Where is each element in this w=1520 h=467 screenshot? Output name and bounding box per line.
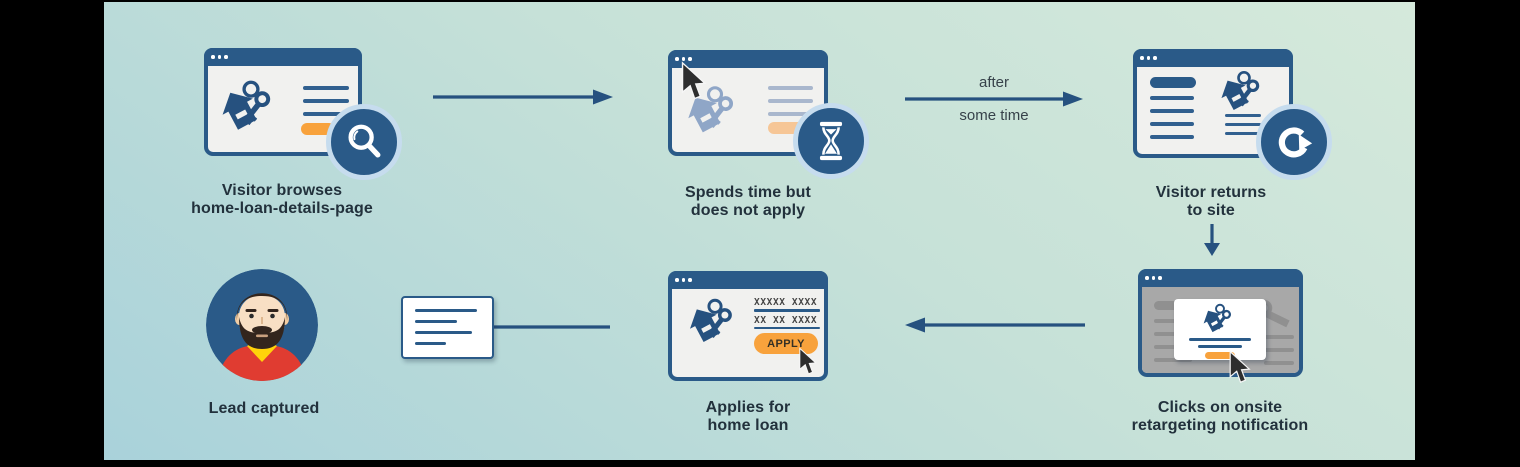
text-line [768,112,813,116]
text-line [1225,132,1261,135]
browser-titlebar [204,48,362,66]
male-avatar [206,269,318,381]
browser-window-step3 [1133,49,1293,158]
ghost-line [1154,358,1192,362]
magnifier-icon [348,124,381,158]
arrow-step2-step3 [905,91,1083,107]
home-keys-icon [686,297,744,347]
step3-caption: Visitor returns to site [1155,184,1267,219]
ghost-line [1264,335,1294,339]
home-keys-icon [1217,70,1271,114]
browser-window-step1 [204,48,362,156]
text-line [1150,109,1194,113]
text-line [1150,96,1194,100]
form-field-value: XX XX XXXX [754,314,818,326]
browser-titlebar [668,50,828,68]
notification-cta-pill [1205,351,1235,359]
refresh-badge [1256,104,1332,180]
form-field-underline [754,309,820,312]
ghost-line [1154,345,1192,349]
text-line [1225,114,1261,117]
text-line [303,86,349,90]
hourglass-icon [819,121,843,161]
step2-caption: Spends time but does not apply [685,184,811,219]
step6-caption: Lead captured [208,400,320,417]
text-line [768,86,813,90]
apply-button: APPLY [754,333,818,354]
window-dots-icon [1140,56,1157,60]
window-dots-icon [675,278,692,282]
arrow-step3-step4 [1204,224,1220,256]
form-field-value: XXXXX XXXX [754,297,818,308]
arrow-label-after: after [978,74,1009,91]
lead-card-line [415,309,477,313]
step5-caption: Applies for home loan [705,399,791,434]
arrow-step1-step2 [433,89,613,105]
cursor-arrow-icon [680,60,708,104]
refresh-icon [1278,127,1313,158]
form-field-underline [754,326,820,329]
browser-titlebar [668,271,828,289]
text-line [303,112,349,116]
window-dots-icon [1145,276,1162,280]
flow-background: Visitor browses home-loan-details-page [104,2,1415,460]
text-line [1150,135,1194,139]
notification-text-line [1198,345,1242,348]
hourglass-badge [793,103,869,179]
loan-application-form: XXXXX XXXX XX XX XXXX APPLY [754,297,820,354]
browser-titlebar [1138,269,1303,287]
ghost-line [1264,348,1294,352]
home-keys-icon [1201,303,1239,335]
text-line [1225,123,1261,126]
lead-card-line [415,342,446,346]
ghost-line [1154,332,1192,336]
ghost-pill [1154,301,1180,310]
retargeting-notification-card [1174,299,1266,360]
step4-caption: Clicks on onsite retargeting notificatio… [1131,399,1309,434]
ghost-line [1154,319,1192,323]
cursor-arrow-icon [798,347,818,377]
browser-titlebar [1133,49,1293,67]
browser-window-step4 [1138,269,1303,377]
ghost-line [1264,361,1294,365]
step1-caption: Visitor browses home-loan-details-page [191,182,373,217]
cursor-arrow-icon [1228,350,1252,386]
notification-text-line [1189,338,1251,341]
home-keys-icon [218,78,284,136]
lead-card-line [415,331,472,335]
text-line [1150,122,1194,126]
lead-card-line [415,320,457,324]
browser-window-step5: XXXXX XXXX XX XX XXXX APPLY [668,271,828,381]
text-line [768,99,813,103]
window-dots-icon [675,57,692,61]
window-dots-icon [211,55,228,59]
text-line [303,99,349,103]
lead-card [401,296,494,359]
arrow-label-some-time: some time [959,107,1029,124]
heading-pill [1150,77,1196,88]
magnifier-badge [326,104,402,180]
arrow-step4-step5 [905,317,1085,333]
